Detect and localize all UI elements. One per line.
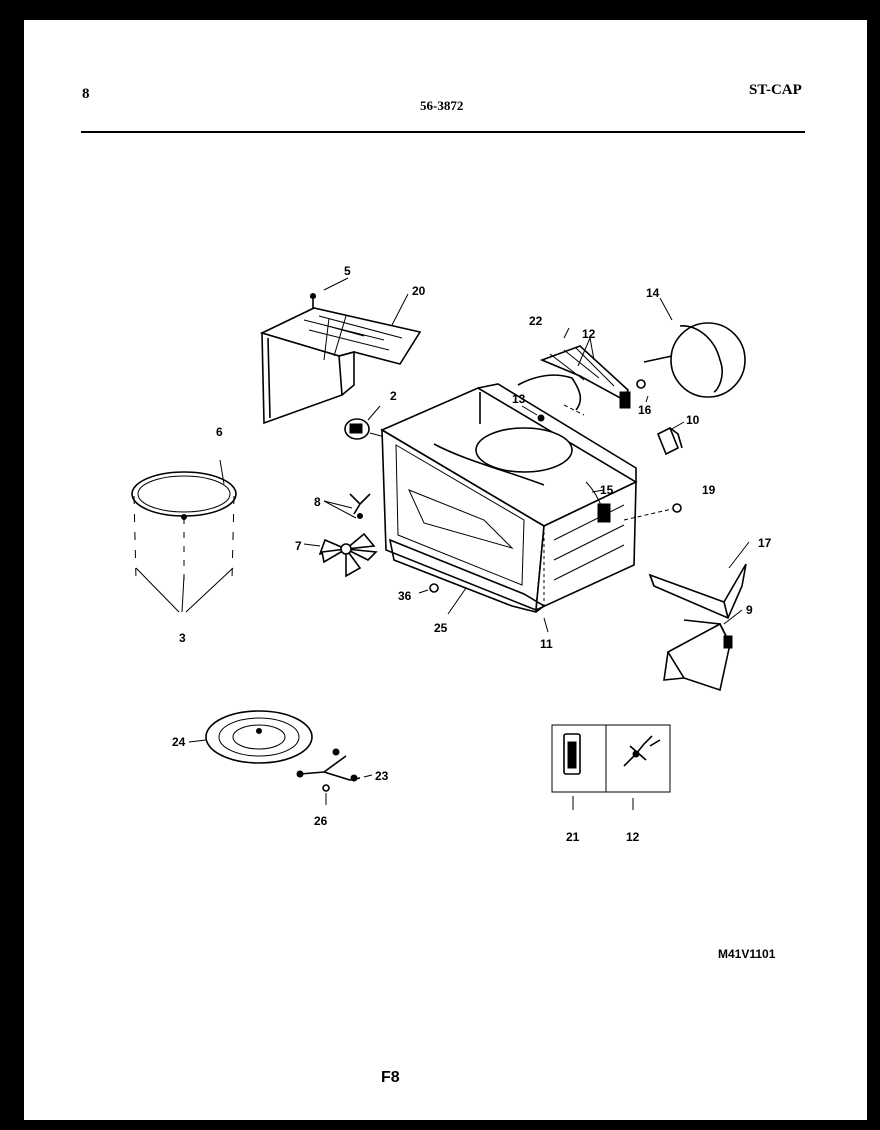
callout-17: 17 [758,536,772,550]
callout-12-lower: 12 [626,830,640,844]
callout-19: 19 [702,483,716,497]
callout-2: 2 [390,389,397,403]
part-air-guide [663,619,733,692]
callout-22: 22 [529,314,543,328]
callout-10: 10 [686,413,700,427]
part-top-cover [259,307,422,425]
part-small-screw [521,405,545,422]
callout-5: 5 [344,264,351,278]
part-oven-cavity [380,383,638,613]
callout-6: 6 [216,425,223,439]
leader-part-3 [135,567,234,613]
footer-label: F8 [381,1069,400,1086]
callout-26: 26 [314,814,328,828]
callout-16: 16 [638,403,652,417]
model-number: 56-3872 [420,98,464,113]
part-turntable-plate [188,710,313,764]
part-small-fitting [344,405,397,441]
part-clip [656,421,685,456]
leader-part-20 [391,293,409,326]
part-grommet [418,583,439,594]
callout-13: 13 [512,392,526,406]
part-cylinder-shell [131,459,237,581]
leader-part-16 [645,395,649,403]
part-lamp-socket-assembly [517,327,646,416]
leader-part-7 [303,543,321,547]
callout-21: 21 [566,830,580,844]
part-screw [310,293,316,309]
callout-23: 23 [375,769,389,783]
inset-parts-box [551,724,671,810]
leader-part-25 [447,587,467,615]
leader-part-11 [543,617,549,633]
part-fan-blade [318,532,378,578]
callout-3: 3 [179,631,186,645]
callout-15: 15 [600,483,614,497]
callout-11: 11 [540,637,553,651]
category-code: ST-CAP [749,82,802,98]
drawing-code: M41V1101 [718,947,776,961]
part-roller-support [296,748,373,805]
part-bracket [648,563,747,620]
leader-part-9 [723,609,743,625]
part-screw-side [623,503,682,521]
header-rule [81,131,805,133]
callout-25: 25 [434,621,448,635]
exploded-view-diagram: 5 20 2 6 8 7 3 22 12 14 13 16 10 15 19 1… [131,264,772,844]
part-fastener [323,493,371,519]
callout-7: 7 [295,539,302,553]
leader-part-15 [591,489,605,493]
callout-8: 8 [314,495,321,509]
callout-14: 14 [646,286,660,300]
callout-12-upper: 12 [582,327,596,341]
part-lamp-bulb [643,297,746,398]
callout-9: 9 [746,603,753,617]
parts-diagram-page: 8 56-3872 ST-CAP [24,20,867,1120]
leader-part-5 [323,277,349,291]
callout-24: 24 [172,735,186,749]
page-number: 8 [82,86,90,102]
leader-part-17 [728,541,750,569]
callout-36: 36 [398,589,412,603]
callout-20: 20 [412,284,426,298]
